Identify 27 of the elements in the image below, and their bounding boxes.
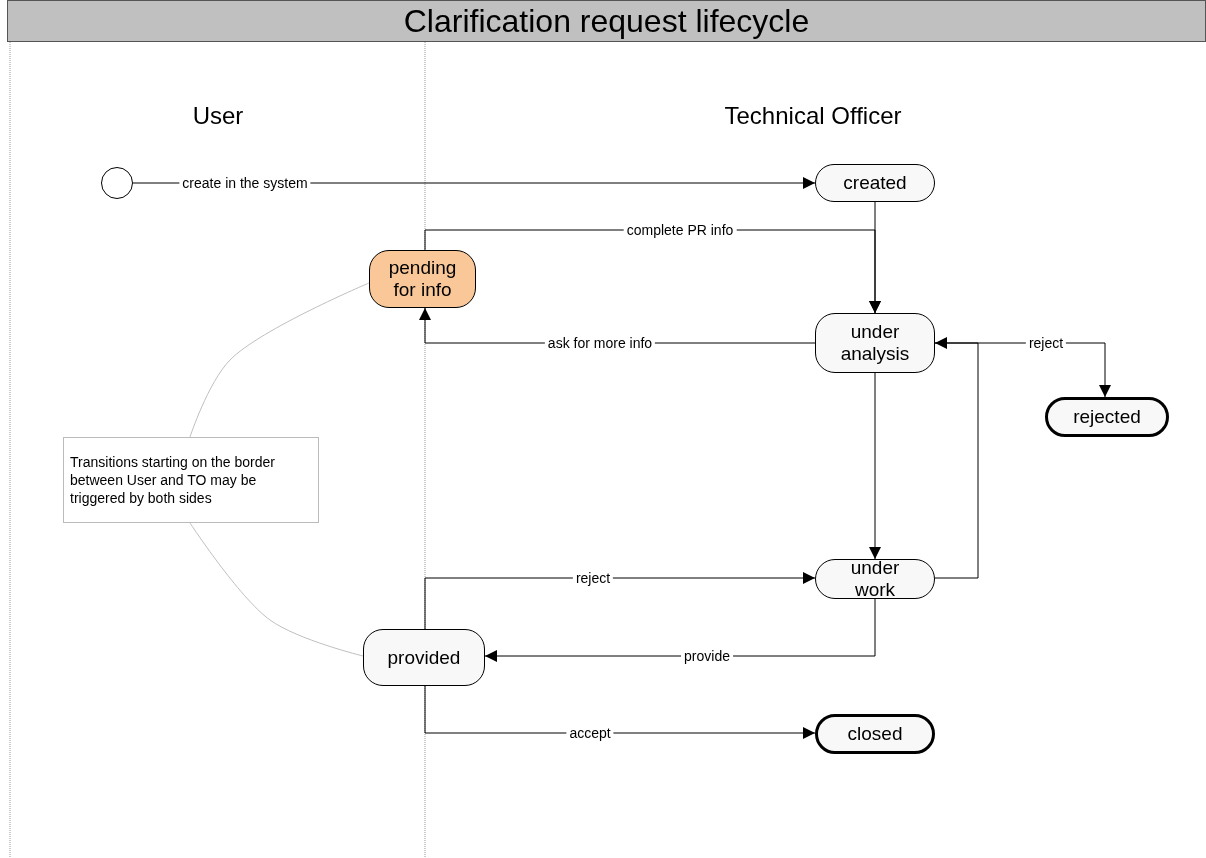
edge-label: complete PR info (623, 222, 737, 238)
arrow (484, 598, 876, 662)
arrow (424, 685, 816, 739)
edge-label: reject (1025, 335, 1067, 351)
state-box: closed (815, 714, 935, 754)
edge-label: reject (572, 570, 614, 586)
connector-line (189, 522, 364, 657)
arrow (869, 372, 881, 560)
state-box: provided (363, 629, 485, 686)
arrow (934, 337, 979, 579)
state-box: rejected (1045, 397, 1169, 437)
state-box: pending for info (369, 250, 476, 308)
state-box: under work (815, 559, 935, 599)
edge-label: provide (681, 648, 733, 664)
lane-heading: Technical Officer (724, 102, 902, 130)
arrow (424, 572, 816, 630)
note-box: Transitions starting on the border between User and TO may be triggered by both sides (63, 437, 319, 523)
connector-line (189, 282, 370, 438)
lane-heading: User (192, 102, 244, 130)
edge-label: accept (566, 725, 614, 741)
start-circle (101, 167, 133, 199)
state-box: created (815, 164, 935, 202)
edge-label: ask for more info (544, 335, 656, 351)
state-box: under analysis (815, 313, 935, 373)
arrow (869, 201, 881, 314)
edge-label: create in the system (179, 175, 311, 191)
title-banner: Clarification request lifecycle (7, 0, 1206, 42)
